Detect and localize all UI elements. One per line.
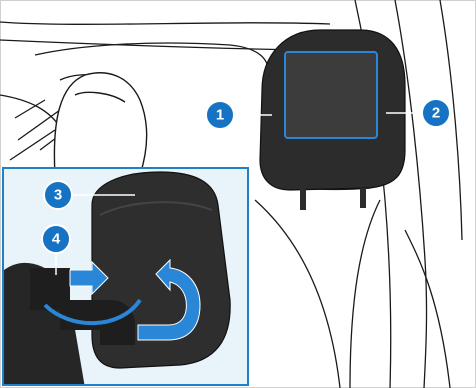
rear-headrest [260, 30, 405, 210]
headrest-screen [285, 52, 377, 138]
inset-detail-panel [3, 168, 248, 388]
callout-2: 2 [422, 99, 450, 127]
callout-4-label: 4 [52, 231, 61, 248]
callout-3-label: 3 [54, 187, 62, 204]
callout-1-label: 1 [216, 107, 224, 124]
callout-4: 4 [42, 225, 70, 253]
callout-1: 1 [206, 101, 234, 129]
callout-3: 3 [44, 181, 72, 209]
callout-2-label: 2 [432, 105, 440, 122]
front-seat-headrest [54, 73, 146, 175]
